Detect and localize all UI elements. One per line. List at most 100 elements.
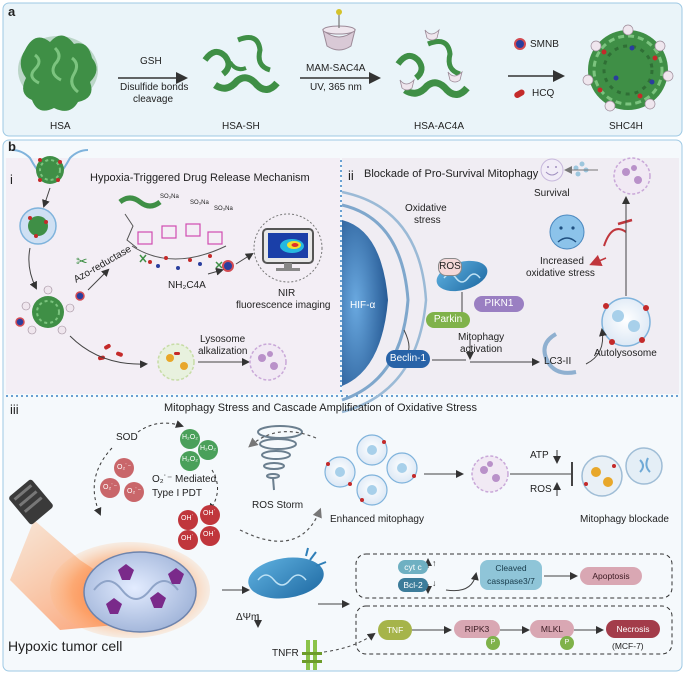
- label-alkalization: alkalization: [198, 346, 248, 357]
- alkalized-lysosome: [249, 343, 287, 381]
- fragments: [573, 161, 589, 177]
- label-lysosome: Lysosome: [200, 334, 246, 345]
- arrow-i-2: [28, 247, 37, 290]
- label-delta-psi: ΔΨm: [236, 612, 260, 623]
- cleaved-caspase-box: Cleaved casspase3/7: [480, 560, 542, 590]
- label-sod: SOD: [116, 432, 138, 443]
- label-hsa-sh: HSA-SH: [222, 121, 260, 132]
- label-hsa-ac4a: HSA-AC4A: [414, 121, 465, 132]
- label-cleaved-1: Cleaved: [495, 563, 527, 573]
- endocytosis-particle: [11, 149, 89, 184]
- label-hsa: HSA: [50, 121, 71, 132]
- panel-ii-title: Blockade of Pro-Survival Mitophagy: [364, 168, 539, 180]
- label-o2-mediated: O₂˙⁻ Mediated: [152, 474, 217, 485]
- label-uv: UV, 365 nm: [310, 82, 362, 93]
- arrow-i-3: [69, 335, 148, 369]
- nh2c4a-structure: [118, 195, 227, 270]
- vesicle-particle: [19, 207, 57, 245]
- hcq-icon: [514, 89, 525, 99]
- label-shc4h: SHC4H: [609, 121, 643, 132]
- label-autolysosome: Autolysosome: [594, 348, 657, 359]
- oh-label-3: OH˙: [181, 535, 194, 542]
- o2-label-1: O₂˙⁻: [117, 464, 132, 471]
- cycle-arrow-left: [93, 447, 113, 516]
- panel-iii-title: Mitophagy Stress and Cascade Amplificati…: [164, 402, 478, 414]
- beclin-pill: Beclin-1: [386, 350, 430, 368]
- degrading-particle: [15, 285, 85, 335]
- smnb-icon: [514, 38, 526, 50]
- label-increased-2: oxidative stress: [526, 268, 595, 279]
- hsa-protein: [18, 35, 98, 111]
- arrow-azo: [87, 268, 110, 291]
- mitophagy-vesicle: [471, 455, 509, 493]
- label-mitophagy-2: activation: [460, 344, 503, 355]
- label-hif: HIF-α: [350, 300, 376, 311]
- arrow-ii-lc3: [585, 328, 607, 365]
- label-so3na-3: SO₃Na: [214, 206, 233, 212]
- arrow-i-5: [235, 252, 254, 265]
- label-mcf7: (MCF-7): [612, 641, 644, 651]
- smnb-probe-icon: [222, 260, 234, 272]
- label-survival: Survival: [534, 188, 570, 199]
- panel-label-i: i: [10, 172, 13, 187]
- h2o2-label-1: H₂O₂: [182, 434, 198, 441]
- label-increased-1: Increased: [540, 256, 584, 267]
- enhanced-mitophagy-cluster: [324, 434, 418, 506]
- label-gsh: GSH: [140, 56, 162, 67]
- hsa-ac4a-protein: [395, 28, 470, 98]
- cytc-up-icon: ↑: [432, 558, 437, 568]
- label-ros-iii: ROS: [530, 484, 552, 495]
- label-hcq: HCQ: [532, 88, 555, 99]
- label-type1-pdt: Type I PDT: [152, 488, 203, 499]
- arrow-i-1: [42, 187, 51, 208]
- h2o2-label-3: H₂O₂: [182, 456, 198, 463]
- storm-arrow-bottom: [239, 507, 322, 542]
- label-enhanced-mitophagy: Enhanced mitophagy: [330, 514, 424, 525]
- apoptosis-box: [355, 553, 673, 599]
- apoptosis-pill: Apoptosis: [580, 567, 642, 585]
- oh-label-4: OH˙: [203, 531, 216, 538]
- lc3-membrane: [542, 332, 577, 375]
- oh-label-2: OH˙: [203, 510, 216, 517]
- label-lc3: LC3-II: [544, 356, 572, 367]
- hypoxic-tumor-cell: [50, 542, 210, 638]
- panel-label-iii: iii: [10, 402, 19, 417]
- tnf-pill: TNF: [378, 620, 412, 640]
- oh-spheres: [178, 505, 220, 550]
- label-atp: ATP: [530, 450, 549, 461]
- mlkl-pill: MLKL: [530, 620, 574, 638]
- label-cleaved-2: casspase3/7: [487, 576, 535, 586]
- purple-vesicle: [613, 157, 651, 195]
- label-disulfide-2: cleavage: [133, 94, 174, 105]
- bcl2-pill: Bcl-2: [398, 578, 428, 592]
- label-hypoxic-tumor-cell: Hypoxic tumor cell: [8, 638, 123, 654]
- cytc-pill: cyt c: [398, 560, 428, 574]
- label-nh2c4a: NH₂C4A: [168, 280, 206, 291]
- nir-monitor-icon: [253, 213, 323, 283]
- necrosis-pill: Necrosis: [606, 620, 660, 638]
- mitochondrion-iii: [248, 547, 327, 599]
- ros-storm-tornado-icon: [257, 425, 303, 491]
- label-mam-sac4a: MAM-SAC4A: [306, 63, 366, 74]
- hsa-sh-protein: [202, 35, 280, 93]
- sad-face-icon: [549, 214, 585, 250]
- shc4h-nanoparticle: [582, 24, 674, 112]
- pikn1-pill: PIKN1: [474, 296, 524, 312]
- label-oxidative-2: stress: [414, 215, 441, 226]
- label-nir-1: NIR: [278, 288, 296, 299]
- cycle-arrow-top: [137, 420, 184, 433]
- nucleus: [341, 190, 428, 414]
- label-tnfr: TNFR: [272, 648, 299, 659]
- inhibition-curve: [603, 228, 627, 247]
- autolysosome: [601, 297, 651, 347]
- arrow-tnfr: [323, 632, 376, 653]
- label-ros-storm: ROS Storm: [252, 500, 304, 511]
- h2o2-spheres: [180, 429, 218, 471]
- label-nir-2: fluorescence imaging: [236, 300, 331, 311]
- panel-label-b: b: [8, 139, 16, 154]
- label-smnb: SMNB: [530, 39, 559, 50]
- phospho-p-1: P: [486, 636, 500, 650]
- label-mitophagy-1: Mitophagy: [458, 332, 505, 343]
- survival-smiley-icon: [540, 158, 564, 182]
